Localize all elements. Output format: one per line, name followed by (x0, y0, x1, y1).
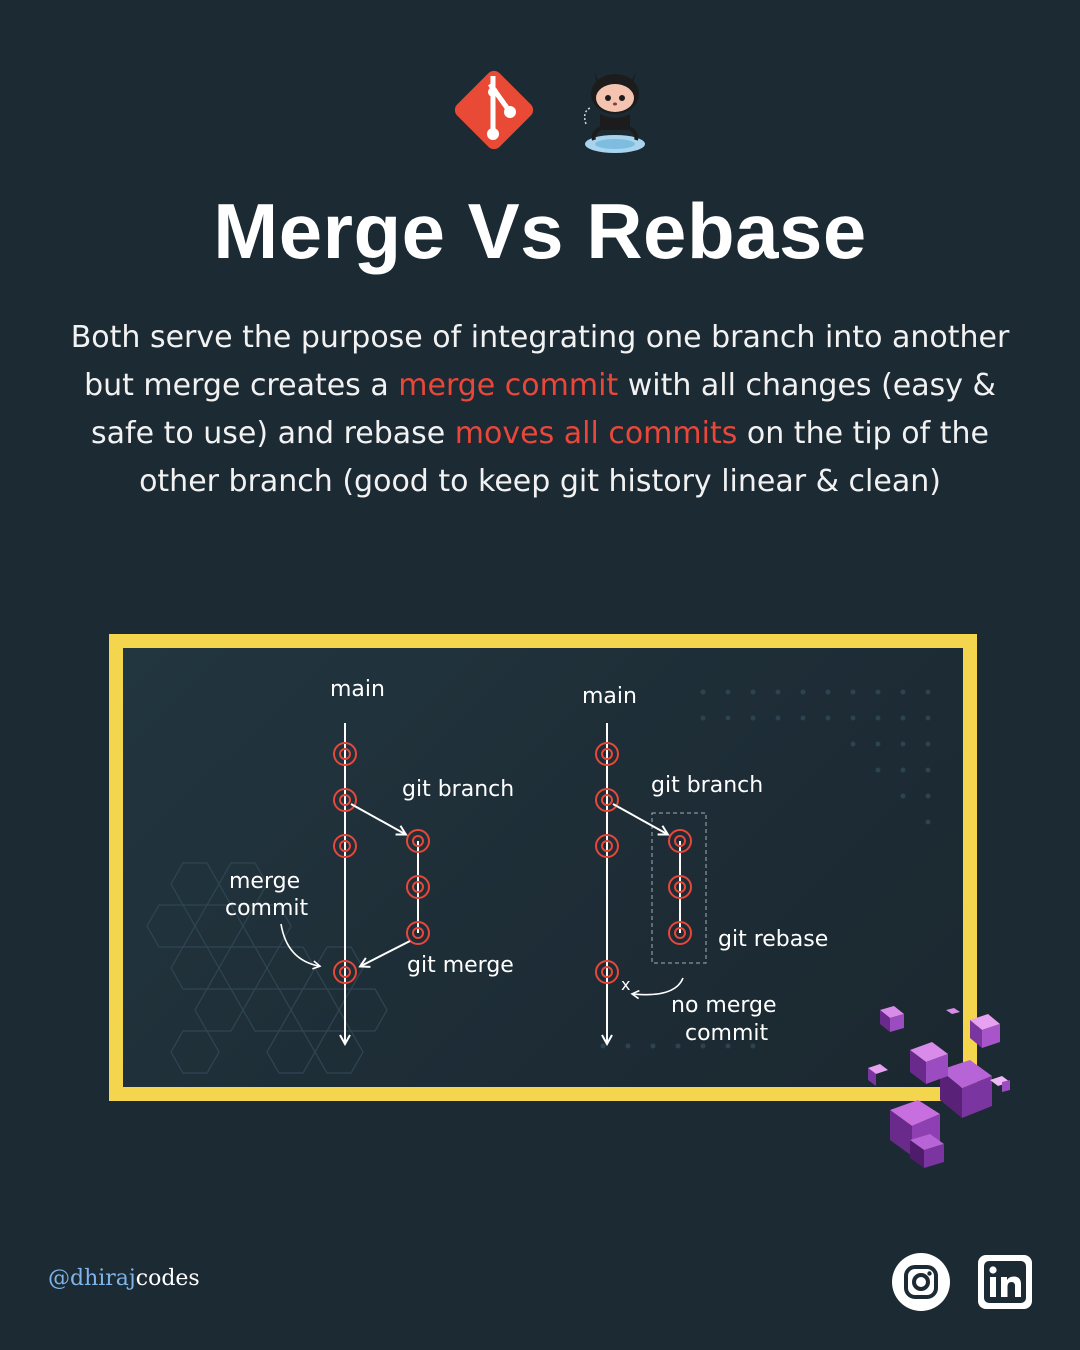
rebase-commit-nodes (595, 742, 692, 984)
git-diagram: main git branch git merge merge (146, 677, 931, 1074)
rebase-branch-arrow (612, 803, 667, 834)
dot-grid (600, 689, 931, 1049)
merge-diagram: main git branch git merge merge (225, 677, 514, 1043)
rebase-dashed-box (651, 812, 707, 964)
merge-commit-nodes (333, 742, 430, 984)
merge-merge-arrow (361, 940, 411, 966)
merge-git-branch-label: git branch (402, 777, 514, 802)
merge-branch-arrow (350, 803, 405, 834)
description-text-1: Both serve the purpose of integrating on… (70, 320, 1010, 403)
merge-commit-label-1: merge (229, 869, 300, 894)
github-octocat-icon (583, 72, 645, 153)
linkedin-icon[interactable] (976, 1253, 1034, 1311)
merge-main-label: main (330, 677, 385, 702)
handle-part-1: @dhiraj (48, 1266, 136, 1291)
rebase-main-label: main (582, 684, 637, 709)
rebase-git-rebase-label: git rebase (718, 927, 828, 952)
page-title: Merge Vs Rebase (213, 187, 867, 275)
no-merge-commit-label-1: no merge (671, 993, 777, 1018)
rebase-cross-mark: x (621, 975, 630, 994)
merge-commit-label-2: commit (225, 896, 309, 921)
diagram-board: main git branch git merge merge (123, 648, 963, 1087)
highlight-merge-commit: merge commit (398, 368, 619, 403)
author-handle[interactable]: @dhirajcodes (48, 1266, 200, 1291)
merge-git-merge-label: git merge (407, 953, 514, 978)
instagram-icon[interactable] (892, 1253, 950, 1311)
description-text-3: on the tip of the other branch (good to … (139, 416, 989, 499)
handle-part-2: codes (135, 1266, 200, 1291)
no-merge-commit-label-2: commit (685, 1021, 769, 1046)
description: Both serve the purpose of integrating on… (60, 314, 1020, 506)
highlight-moves-all-commits: moves all commits (454, 416, 738, 451)
no-merge-pointer (630, 977, 684, 1000)
rebase-diagram: main x git branch git rebase (582, 684, 828, 1046)
cubes-decoration (868, 1006, 1010, 1168)
description-text-2: with all changes (easy & safe to use) an… (91, 368, 996, 451)
merge-commit-pointer (280, 923, 322, 970)
hex-pattern (146, 862, 388, 1074)
logo-row (0, 58, 1080, 158)
diagram-frame: main git branch git merge merge (109, 634, 977, 1101)
rebase-git-branch-label: git branch (651, 773, 763, 798)
git-logo-icon (454, 70, 534, 150)
